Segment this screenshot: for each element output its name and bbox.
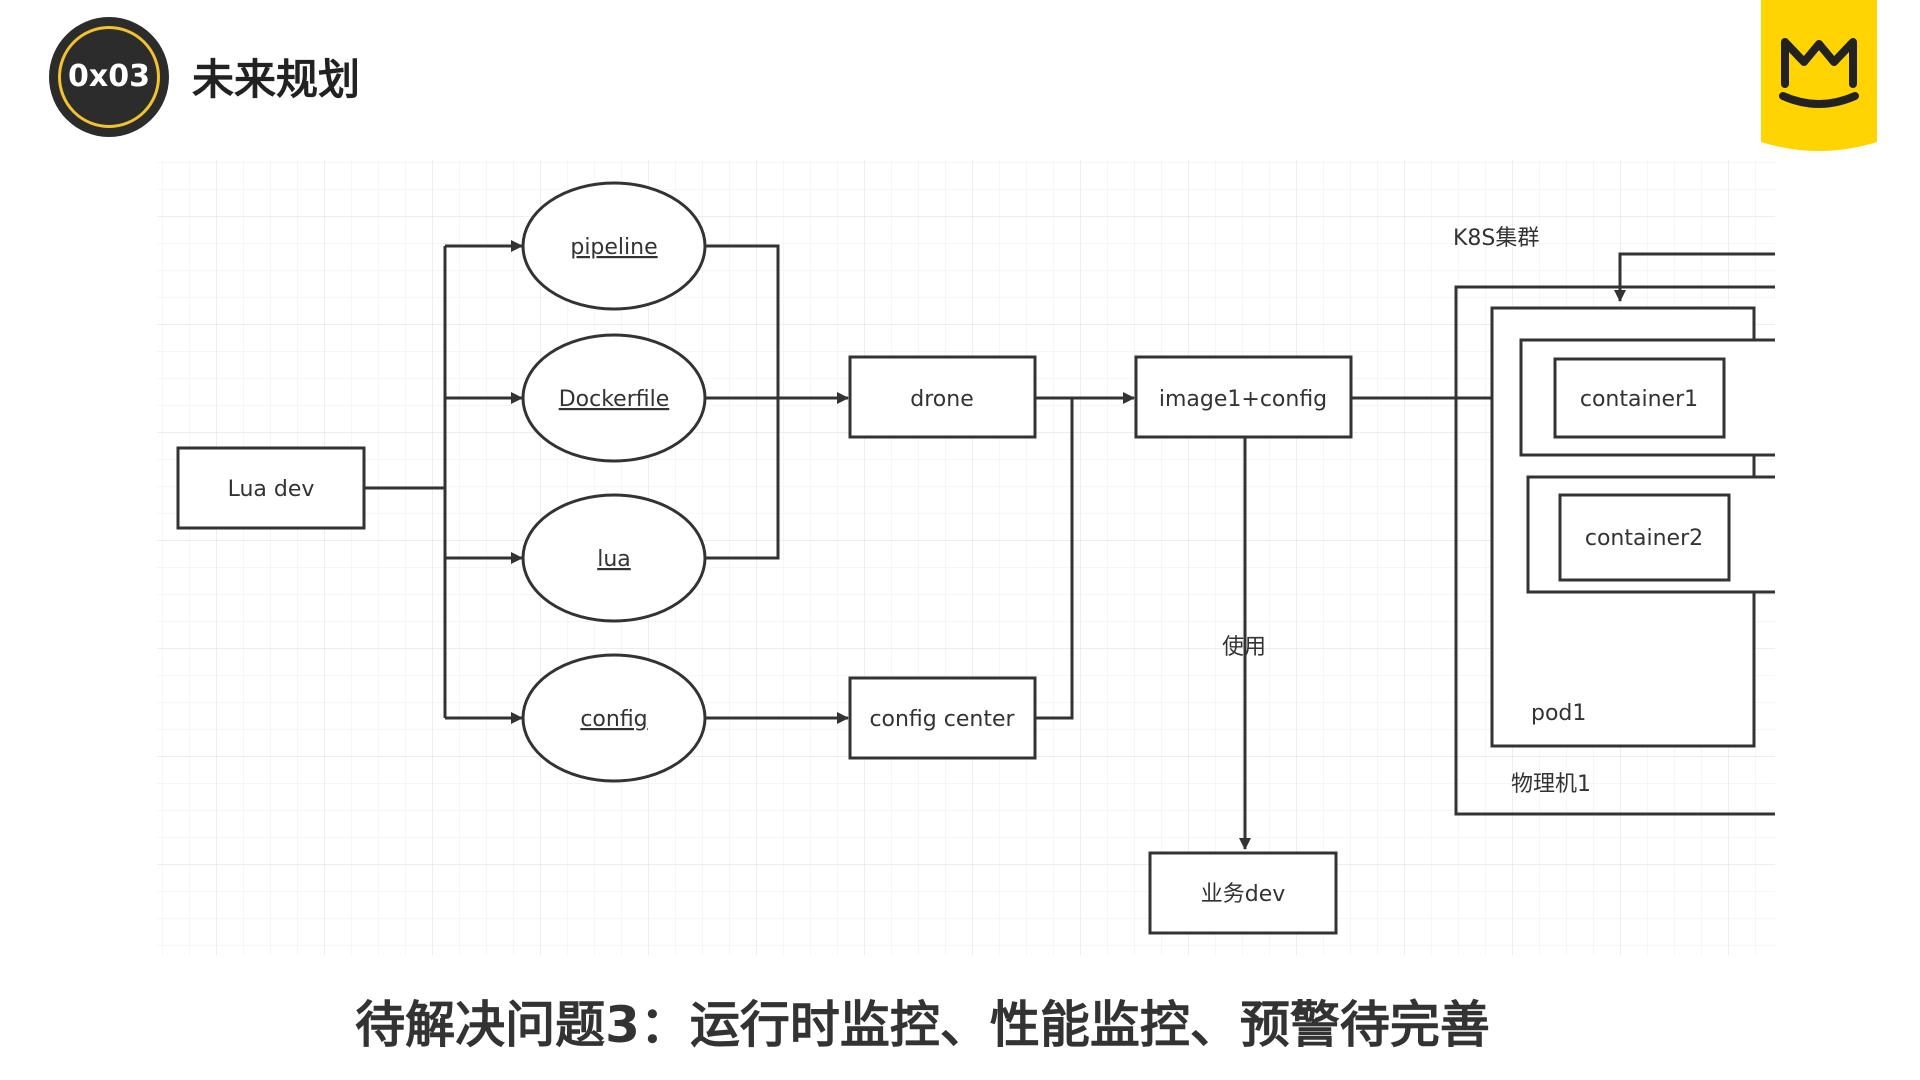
pod-label: pod1 — [1531, 701, 1586, 726]
node-image-config — [1134, 355, 1353, 439]
physical-machine-box — [1454, 285, 1775, 816]
brand-logo-icon — [1761, 0, 1877, 151]
edge-pipeline-drone — [705, 244, 780, 398]
node-container1 — [1553, 357, 1726, 439]
edge-lua-drone — [705, 398, 780, 560]
node-container2 — [1558, 493, 1731, 582]
footer-caption: 待解决问题3：运行时监控、性能监控、预警待完善 — [355, 996, 1490, 1054]
cluster-label: K8S集群 — [1453, 226, 1539, 251]
edge-use-label: 使用 — [1222, 635, 1266, 660]
page-title: 未来规划 — [192, 55, 361, 104]
node-lua-label: lua — [597, 547, 631, 572]
k8s-cluster-group — [1454, 252, 1775, 816]
node-lua-dev — [176, 446, 366, 530]
node-lua — [521, 493, 707, 623]
node-pipeline-label: pipeline — [570, 235, 657, 260]
node-config-center-label: config center — [869, 707, 1015, 732]
node-container2-label: container2 — [1585, 526, 1703, 551]
badge-label: 0x03 — [68, 59, 150, 94]
section-badge: 0x03 — [49, 17, 169, 137]
node-drone — [848, 355, 1037, 439]
node-image-config-label: image1+config — [1159, 387, 1327, 412]
machine-label: 物理机1 — [1511, 772, 1591, 797]
badge-ring — [58, 26, 160, 128]
node-config-label: config — [580, 707, 647, 732]
node-container1-label: container1 — [1580, 387, 1698, 412]
node-config-center — [848, 676, 1037, 760]
node-config — [521, 653, 707, 783]
node-drone-label: drone — [910, 387, 973, 412]
edge-configcenter-image — [1035, 398, 1074, 720]
node-business-dev-label: 业务dev — [1201, 882, 1286, 907]
node-dockerfile-label: Dockerfile — [559, 387, 670, 412]
node-lua-dev-label: Lua dev — [228, 477, 315, 502]
edge-cluster-feedback — [1614, 252, 1775, 302]
node-pipeline — [521, 181, 707, 311]
node-business-dev — [1148, 851, 1338, 935]
node-dockerfile — [521, 333, 707, 463]
